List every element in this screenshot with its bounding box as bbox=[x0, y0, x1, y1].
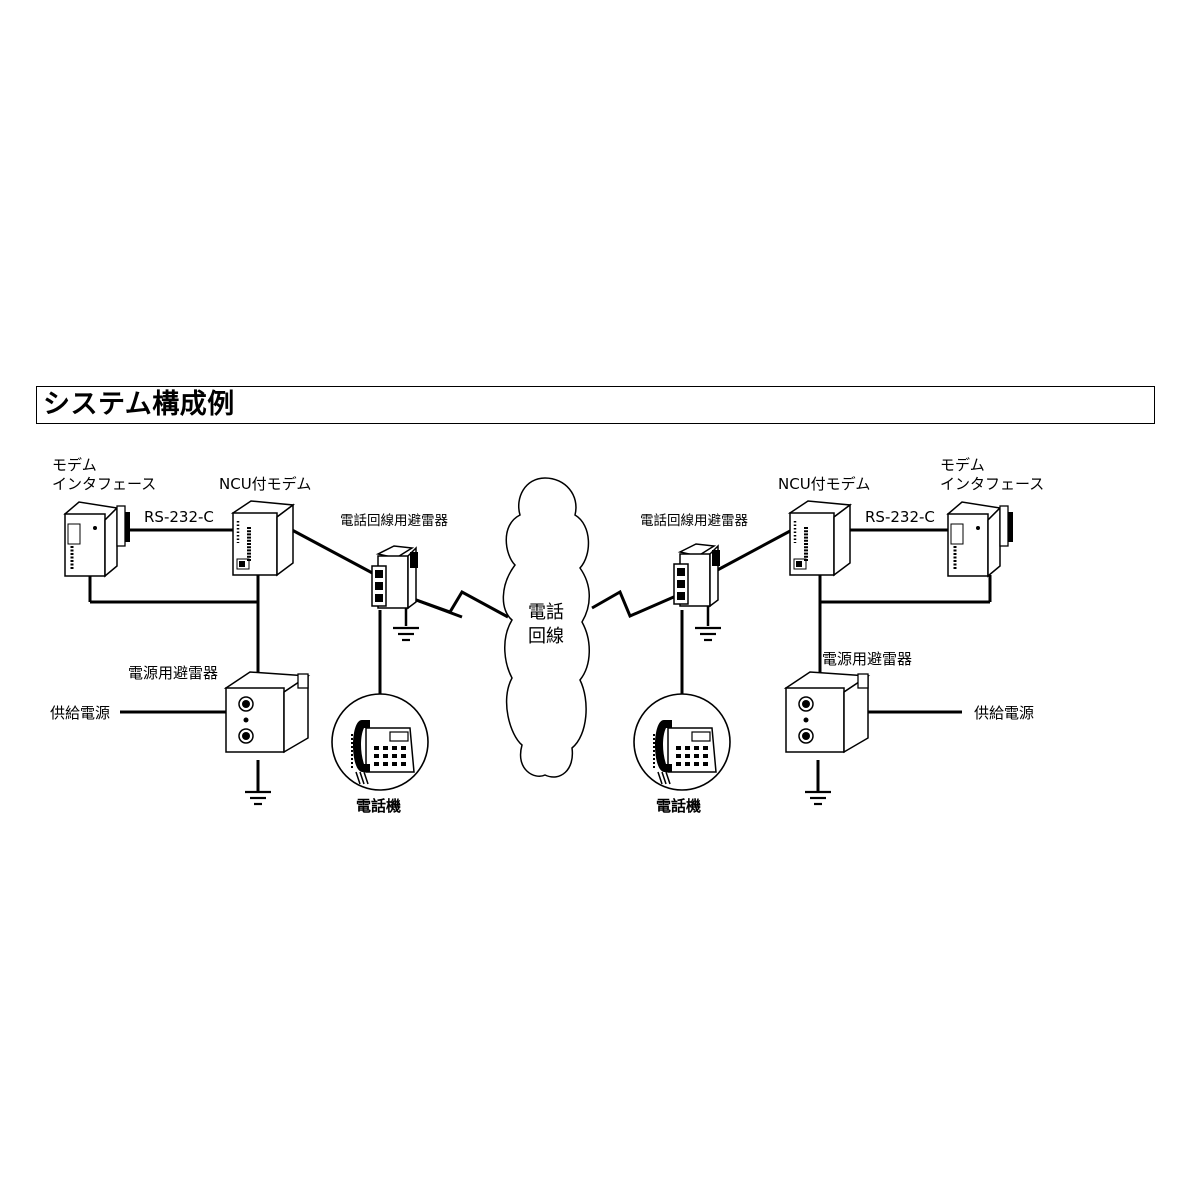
telephone-network-label-1: 電話 bbox=[528, 602, 564, 623]
right-telephone-icon bbox=[633, 693, 731, 791]
left-line-arrester-icon bbox=[371, 545, 419, 609]
right-telephone-label: 電話機 bbox=[656, 797, 702, 815]
left-power-supply-label: 供給電源 bbox=[50, 704, 111, 722]
left-rs232c-label: RS-232-C bbox=[144, 508, 214, 526]
right-arrester-ground-icon bbox=[693, 626, 723, 642]
right-rs232c-label: RS-232-C bbox=[865, 508, 935, 526]
right-wiring bbox=[680, 528, 992, 792]
left-power-ground-icon bbox=[243, 790, 273, 806]
telephone-network-label-2: 回線 bbox=[528, 626, 564, 647]
left-modem-interface-label-1: モデム bbox=[52, 456, 97, 474]
right-power-ground-icon bbox=[803, 790, 833, 806]
telephone-network-cloud-icon bbox=[502, 477, 590, 778]
right-line-arrester-icon bbox=[673, 543, 721, 607]
right-ncu-modem-label: NCU付モデム bbox=[778, 475, 871, 493]
left-line-arrester-label: 電話回線用避雷器 bbox=[340, 513, 448, 529]
left-arrester-ground-icon bbox=[391, 626, 421, 642]
right-modem-interface-icon bbox=[946, 500, 1015, 578]
page-title: システム構成例 bbox=[43, 389, 235, 420]
left-telephone-line bbox=[407, 589, 509, 619]
left-telephone-label: 電話機 bbox=[356, 797, 402, 815]
right-line-arrester-label: 電話回線用避雷器 bbox=[640, 513, 748, 529]
right-power-arrester-icon bbox=[785, 671, 869, 753]
right-power-supply-label: 供給電源 bbox=[974, 704, 1035, 722]
right-modem-interface-label-2: インタフェース bbox=[940, 475, 1045, 493]
right-telephone-line bbox=[591, 589, 677, 618]
right-modem-interface-label-1: モデム bbox=[940, 456, 985, 474]
left-modem-interface-label-2: インタフェース bbox=[52, 475, 157, 493]
left-modem-interface-icon bbox=[63, 500, 132, 578]
left-ncu-modem-label: NCU付モデム bbox=[219, 475, 312, 493]
right-ncu-modem-icon bbox=[788, 499, 852, 577]
right-power-arrester-label: 電源用避雷器 bbox=[822, 650, 913, 668]
left-ncu-modem-icon bbox=[231, 499, 295, 577]
left-power-arrester-label: 電源用避雷器 bbox=[128, 664, 219, 682]
left-power-arrester-icon bbox=[225, 671, 309, 753]
left-telephone-icon bbox=[331, 693, 429, 791]
section-title-bar: システム構成例 bbox=[36, 386, 1155, 424]
